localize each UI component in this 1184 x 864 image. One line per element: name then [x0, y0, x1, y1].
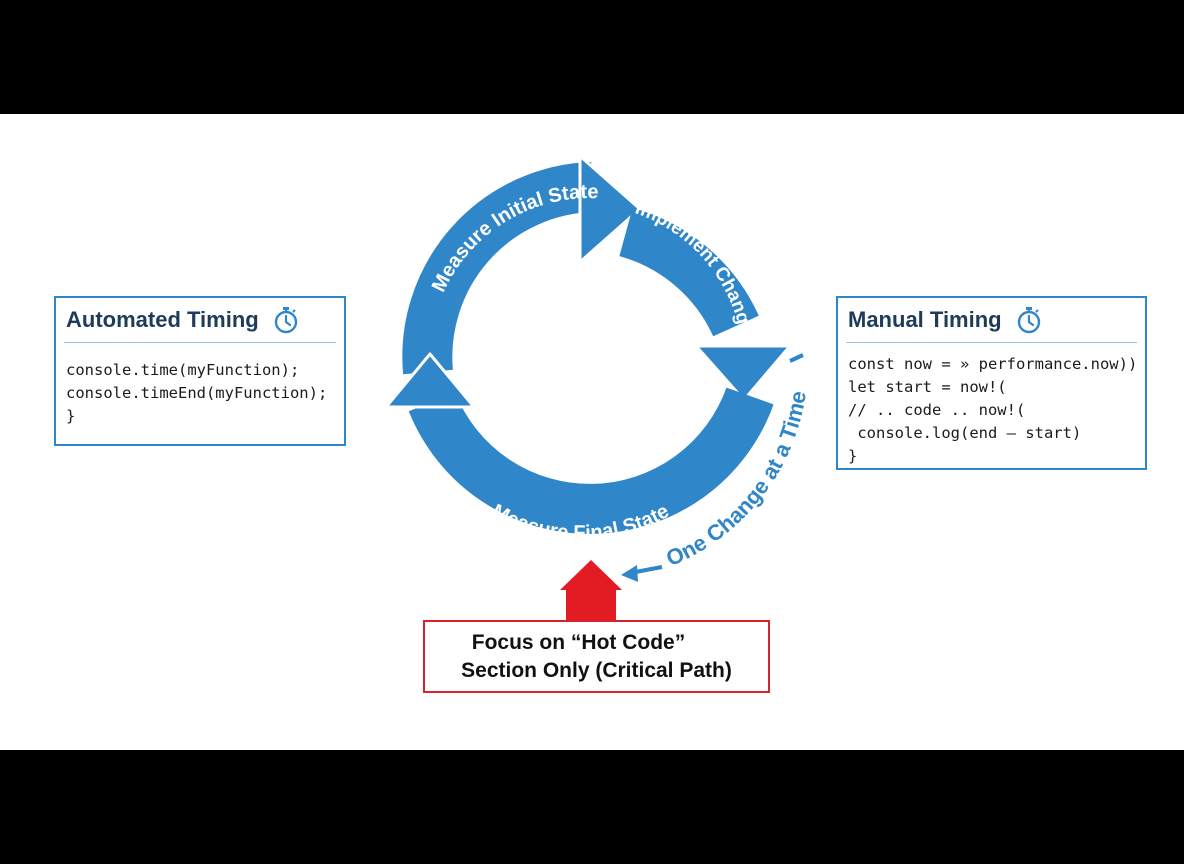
cycle-ring: Measure Initial State Implement Change M…: [384, 154, 792, 544]
code-line: const now = » performance.now)): [848, 355, 1138, 373]
code-line: // .. code .. now!(: [848, 401, 1026, 419]
focus-line-2: Section Only (Critical Path): [461, 659, 732, 682]
arrowhead-right: [694, 344, 792, 402]
automated-timing-title: Automated Timing: [66, 307, 259, 332]
code-line: console.timeEnd(myFunction);: [66, 384, 328, 402]
letterbox-top: [0, 0, 1184, 114]
arrowhead-top: [578, 154, 642, 264]
focus-hot-code-box: Focus on “Hot Code” Section Only (Critic…: [423, 620, 770, 693]
focus-arrow: [560, 560, 622, 622]
one-change-arrowhead: [621, 565, 638, 582]
code-line: let start = now!(: [848, 378, 1007, 396]
focus-line-1: Focus on “Hot Code”: [471, 631, 686, 654]
automated-timing-header: Automated Timing: [64, 298, 336, 343]
arrowhead-left: [384, 352, 476, 409]
manual-timing-header: Manual Timing: [846, 298, 1137, 343]
code-line: console.log(end – start): [848, 424, 1082, 442]
letterbox-bottom: [0, 750, 1184, 864]
automated-timing-panel: Automated Timing console.time(myFunction…: [54, 296, 346, 446]
code-line: }: [66, 407, 76, 425]
automated-timing-code: console.time(myFunction); console.timeEnd…: [56, 343, 344, 428]
cycle-arc-right: [618, 207, 759, 337]
stopwatch-icon: [1017, 307, 1040, 334]
manual-timing-title: Manual Timing: [848, 307, 1002, 332]
focus-arrowhead: [560, 560, 622, 590]
one-change-dash: [789, 353, 804, 363]
cycle-arc-bottom: [408, 387, 774, 534]
manual-timing-code: const now = » performance.now)) let start…: [838, 343, 1145, 468]
cycle-arc-top: [402, 162, 594, 375]
code-line: }: [848, 447, 858, 465]
code-line: console.time(myFunction);: [66, 361, 300, 379]
manual-timing-panel: Manual Timing const now = » performance.…: [836, 296, 1147, 470]
focus-arrow-shaft: [566, 588, 616, 622]
stopwatch-icon: [274, 307, 297, 334]
